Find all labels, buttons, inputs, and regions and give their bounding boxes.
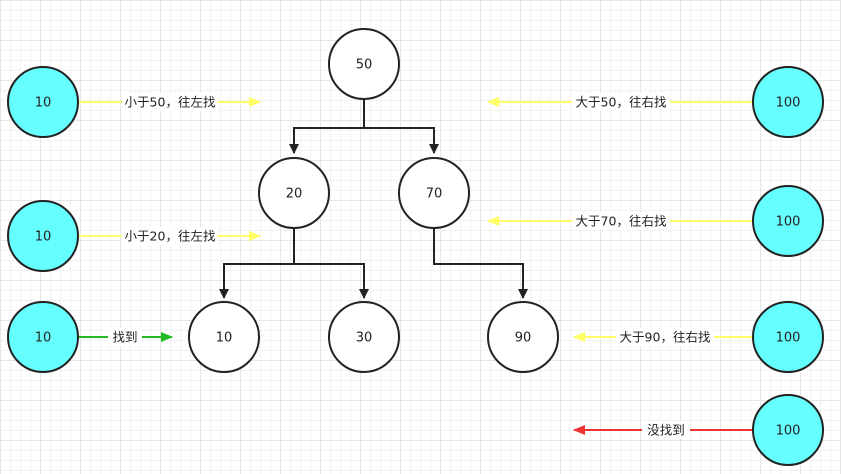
node-50-label: 50 — [356, 58, 373, 73]
edge-50-70 — [364, 127, 439, 154]
search-node-right-3-label: 100 — [776, 331, 801, 346]
tree-nodes: 50 20 70 10 30 90 — [188, 28, 559, 373]
left-step-2-label: 小于20，往左找 — [125, 229, 216, 244]
right-step-3-label: 大于90，往右找 — [620, 330, 711, 345]
search-node-left-1 — [7, 66, 79, 138]
node-10-label: 10 — [216, 331, 233, 346]
search-right: 大于50，往右找 100 大于70，往右找 100 大于90，往右找 100 没… — [487, 66, 824, 466]
left-step-1-label: 小于50，往左找 — [125, 95, 216, 110]
node-70-label: 70 — [426, 187, 443, 202]
search-left: 小于50，往左找 10 小于20，往左找 10 找到 10 — [7, 66, 261, 373]
right-step-1-label: 大于50，往右找 — [576, 95, 667, 110]
search-node-right-1-label: 100 — [776, 96, 801, 111]
edge-20-30 — [294, 263, 369, 299]
search-node-left-2-label: 10 — [35, 230, 52, 245]
search-node-left-2 — [7, 200, 79, 272]
search-node-left-3 — [7, 301, 79, 373]
left-step-3-label: 找到 — [112, 330, 137, 345]
search-node-left-1-label: 10 — [35, 96, 52, 111]
search-node-left-3-label: 10 — [35, 331, 52, 346]
search-node-right-4-label: 100 — [776, 424, 801, 439]
search-node-right-3 — [752, 301, 824, 373]
search-node-right-1 — [752, 66, 824, 138]
node-30-label: 30 — [356, 331, 373, 346]
search-node-right-2-label: 100 — [776, 215, 801, 230]
right-step-4-label: 没找到 — [647, 423, 685, 438]
node-50: 50 — [328, 28, 400, 100]
node-20-label: 20 — [286, 187, 303, 202]
edge-70-90 — [433, 229, 528, 299]
node-20: 20 — [258, 157, 330, 229]
node-70: 70 — [398, 157, 470, 229]
edge-50-20 — [289, 99, 365, 154]
search-node-right-2 — [752, 185, 824, 257]
tree-edges — [219, 99, 528, 299]
node-90: 90 — [487, 301, 559, 373]
node-10: 10 — [188, 301, 260, 373]
edge-20-10 — [219, 229, 295, 299]
search-node-right-4 — [752, 394, 824, 466]
right-step-2-label: 大于70，往右找 — [576, 214, 667, 229]
node-30: 30 — [328, 301, 400, 373]
node-90-label: 90 — [515, 331, 532, 346]
